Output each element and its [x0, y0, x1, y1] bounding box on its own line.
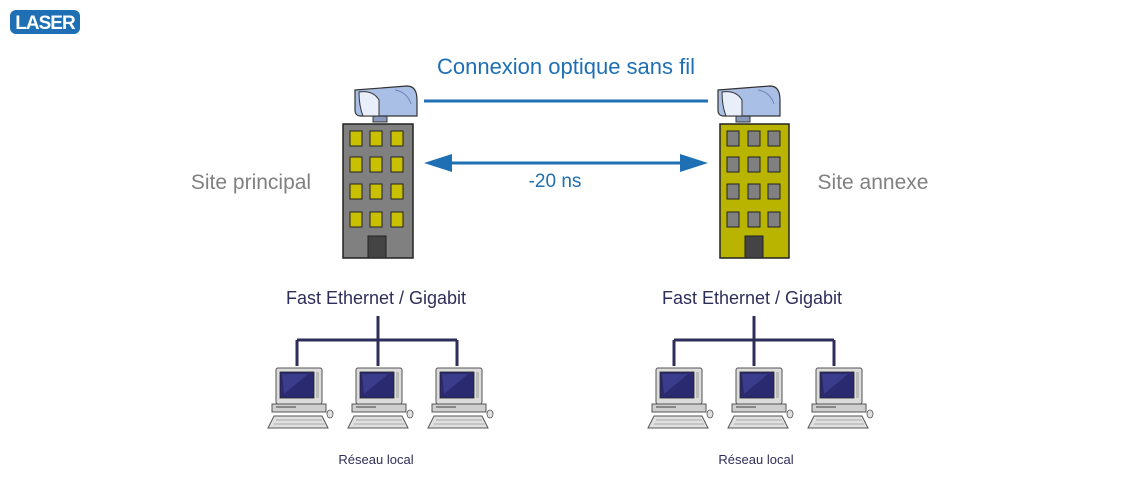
lan-wiring-left [295, 316, 459, 366]
computer-icon [807, 367, 874, 429]
computer-icon [267, 367, 334, 429]
laser-head-icon [354, 85, 418, 123]
computer-icon [647, 367, 714, 429]
lan-label-left: Réseau local [338, 452, 413, 467]
network-label-right: Fast Ethernet / Gigabit [662, 288, 842, 308]
logo-badge [10, 10, 80, 34]
computer-icon [427, 367, 494, 429]
lan-label-right: Réseau local [718, 452, 793, 467]
computer-icon [727, 367, 794, 429]
building-icon [342, 123, 414, 259]
double-arrow-icon [424, 154, 708, 172]
network-label-left: Fast Ethernet / Gigabit [286, 288, 466, 308]
laser-logo: LASER [10, 10, 80, 34]
building-icon [719, 123, 790, 259]
lan-wiring-right [672, 316, 836, 366]
computer-icon [347, 367, 414, 429]
logo-text: LASER [15, 13, 76, 34]
site-principal-label: Site principal [191, 171, 311, 194]
site-annexe-label: Site annexe [818, 171, 929, 194]
latency-label: -20 ns [529, 171, 582, 192]
link-title: Connexion optique sans fil [437, 54, 695, 79]
laser-head-icon [717, 85, 781, 123]
